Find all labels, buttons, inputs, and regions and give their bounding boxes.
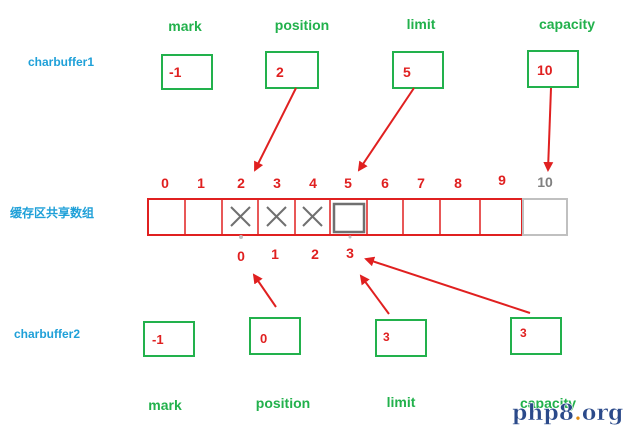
bottom-index: 1 [271,246,279,262]
arrow-top-capacity [543,87,554,172]
capacity-cell [522,198,568,236]
bottom-mark-value: -1 [152,332,164,347]
top-limit-box [392,51,444,89]
top-header-position: position [275,17,329,33]
top-position-value: 2 [276,64,284,80]
top-index-capacity: 10 [537,174,553,190]
dot-marker [239,235,243,239]
watermark-logo: php8.org [512,400,623,426]
watermark-dot: . [574,400,582,426]
bottom-header-position: position [256,395,310,411]
arrow-bottom-limit [359,274,390,315]
top-limit-value: 5 [403,64,411,80]
bottom-capacity-value: 3 [520,326,527,340]
bottom-index-row: 0 1 2 3 [237,245,354,264]
bottom-limit-box [375,319,427,357]
top-capacity-box [527,50,579,88]
bottom-index: 3 [346,245,354,261]
bottom-limit-value: 3 [383,330,390,344]
dot-marker [348,235,352,239]
top-index-row: 0 1 2 3 4 5 6 7 8 9 10 [161,172,553,191]
arrow-bottom-position [252,273,277,308]
crossed-cell-icon [266,206,287,227]
bottom-mark-box [143,321,195,357]
watermark-main: php8 [512,400,574,426]
shared-array-label: 缓存区共享数组 [10,205,94,220]
bottom-index: 0 [237,248,245,264]
limit-cell-highlight [332,202,366,234]
bottom-header-mark: mark [148,397,182,413]
bottom-index: 2 [311,246,319,262]
top-capacity-value: 10 [537,62,553,78]
charbuffer2-label: charbuffer2 [14,327,80,341]
top-header-capacity: capacity [539,16,595,32]
top-position-box [265,51,319,89]
bottom-capacity-box [510,317,562,355]
top-header-mark: mark [168,18,202,34]
crossed-cell-icon [302,206,323,227]
watermark-tld: org [582,400,624,426]
top-index: 5 [344,175,352,191]
top-mark-box [161,54,213,90]
top-index: 2 [237,175,245,191]
arrow-top-position [254,87,297,172]
top-index: 9 [498,172,506,188]
top-index: 4 [309,175,317,191]
top-mark-value: -1 [169,64,182,80]
bottom-position-box [249,317,301,355]
bottom-header-capacity: capacity [520,395,576,411]
top-index: 1 [197,175,205,191]
bottom-header-limit: limit [387,394,416,410]
arrow-top-limit [357,87,415,172]
top-header-limit: limit [407,16,436,32]
top-index: 3 [273,175,281,191]
top-index: 8 [454,175,462,191]
crossed-cell-icon [230,206,251,227]
top-index: 6 [381,175,389,191]
shared-buffer-array [147,198,568,236]
charbuffer1-label: charbuffer1 [28,55,94,69]
top-index: 7 [417,175,425,191]
bottom-position-value: 0 [260,331,267,346]
top-index: 0 [161,175,169,191]
arrow-bottom-capacity [364,256,531,314]
